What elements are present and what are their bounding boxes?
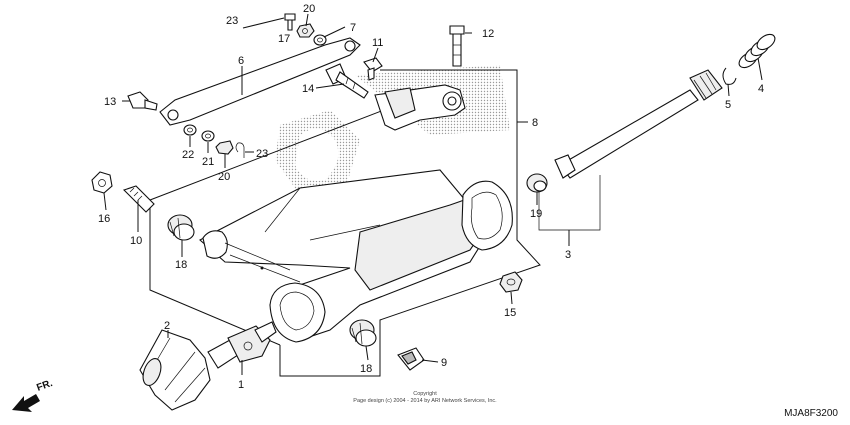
part-9-plug — [397, 347, 425, 371]
callout-23-lower[interactable]: 23 — [256, 148, 268, 160]
callout-6[interactable]: 6 — [238, 55, 244, 67]
part-2-boot — [139, 329, 211, 411]
callout-18-lower[interactable]: 18 — [360, 363, 372, 375]
callout-23[interactable]: 23 — [226, 15, 238, 27]
part-1-universal-joint — [207, 321, 277, 369]
direction-label: FR. — [35, 378, 54, 394]
callout-15[interactable]: 15 — [504, 307, 516, 319]
part-18-bearing-left — [167, 214, 195, 241]
callout-21[interactable]: 21 — [202, 156, 214, 168]
callout-9[interactable]: 9 — [441, 357, 447, 369]
part-20-nut-top — [296, 23, 315, 38]
callout-14[interactable]: 14 — [302, 83, 314, 95]
part-10-adjuster — [122, 185, 155, 213]
copyright-line2: Page design (c) 2004 - 2014 by ARI Netwo… — [353, 398, 497, 404]
callout-19[interactable]: 19 — [530, 208, 542, 220]
callout-20-lower[interactable]: 20 — [218, 171, 230, 183]
callout-20[interactable]: 20 — [303, 3, 315, 15]
callout-18[interactable]: 18 — [175, 259, 187, 271]
upper-arm — [374, 84, 466, 131]
swingarm-body — [199, 169, 513, 343]
leader-lines — [103, 13, 763, 375]
callout-2[interactable]: 2 — [164, 320, 170, 332]
callout-16[interactable]: 16 — [98, 213, 110, 225]
callout-22[interactable]: 22 — [182, 149, 194, 161]
group-brackets — [149, 69, 601, 377]
callout-12[interactable]: 12 — [482, 28, 494, 40]
part-11-bolt — [363, 57, 383, 81]
part-22-washer — [183, 124, 197, 136]
part-14-pivot-bolt — [325, 63, 369, 99]
part-16-cap — [91, 171, 113, 194]
part-15-nut — [499, 271, 523, 293]
callout-13[interactable]: 13 — [104, 96, 116, 108]
part-5-circlip — [722, 67, 737, 85]
callout-17[interactable]: 17 — [278, 33, 290, 45]
part-20-nut-lower — [215, 140, 234, 155]
callout-8[interactable]: 8 — [532, 117, 538, 129]
part-17-bolt — [284, 13, 296, 31]
part-21-washer — [201, 130, 215, 142]
callout-7[interactable]: 7 — [350, 22, 356, 34]
part-23-pin-lower — [235, 142, 245, 158]
part-6-torque-rod — [159, 37, 361, 126]
callout-4[interactable]: 4 — [758, 83, 764, 95]
part-13-bolt — [127, 91, 158, 111]
callout-11[interactable]: 11 — [372, 37, 383, 49]
front-direction-arrow: FR. — [12, 378, 54, 412]
callout-numbers: 1 2 3 4 5 6 7 8 9 10 11 12 13 14 15 16 1… — [98, 3, 764, 391]
part-4-spring — [738, 33, 776, 69]
part-12-bolt — [449, 25, 465, 67]
part-18-bearing-right — [349, 319, 377, 347]
callout-5[interactable]: 5 — [725, 99, 731, 111]
copyright-line1: Copyright — [413, 391, 437, 397]
part-19-seal — [526, 173, 548, 193]
diagram-code: MJA8F3200 — [784, 408, 838, 419]
callout-3[interactable]: 3 — [565, 249, 571, 261]
part-3-drive-shaft — [554, 69, 723, 179]
callout-1[interactable]: 1 — [238, 379, 244, 391]
callout-10[interactable]: 10 — [130, 235, 142, 247]
part-7-washer — [313, 34, 327, 46]
